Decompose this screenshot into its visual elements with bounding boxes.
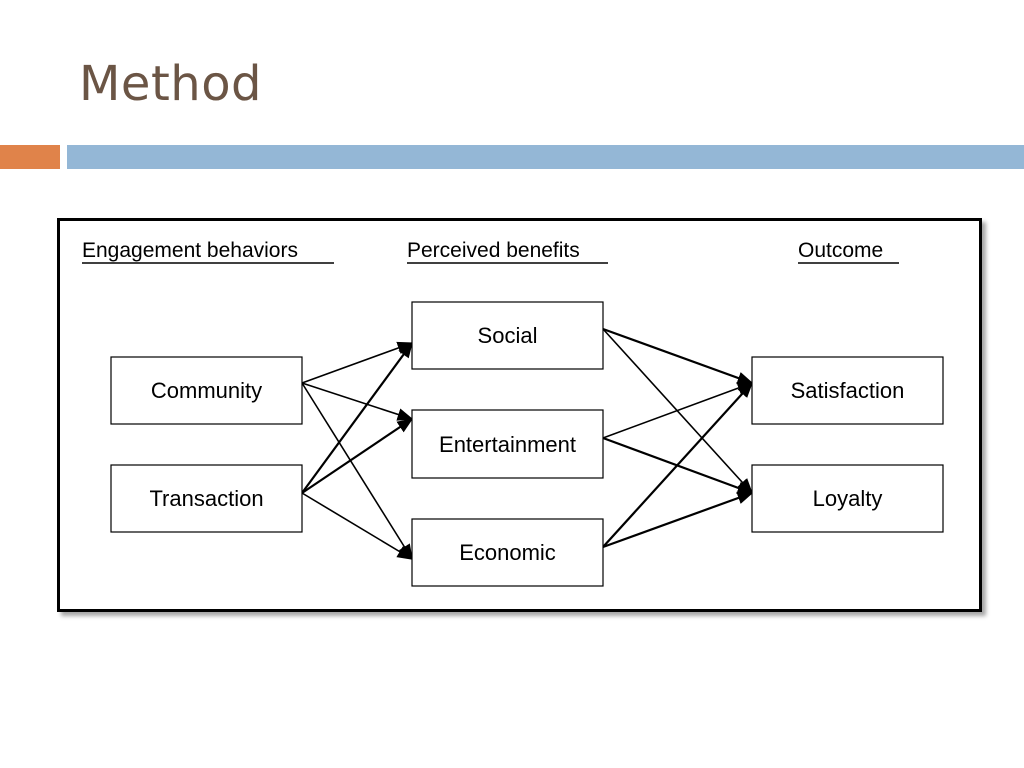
- slide-title: Method: [79, 56, 263, 112]
- edge-economic-to-loyalty: [602, 491, 754, 549]
- node-economic-box: [411, 518, 604, 587]
- edge-social-to-satisfaction: [602, 327, 754, 385]
- edge-community-to-entertainment: [301, 382, 414, 421]
- node-entertainment: Entertainment: [411, 409, 604, 479]
- node-community-box: [110, 356, 303, 425]
- node-entertainment-box: [411, 409, 604, 479]
- node-transaction-box: [110, 464, 303, 533]
- edge-transaction-to-social: [301, 341, 413, 494]
- header-perceived-benefits: Perceived benefits: [407, 239, 608, 264]
- accent-bar-orange: [0, 145, 60, 169]
- node-economic-label: Economic: [459, 540, 556, 565]
- node-social: Social: [411, 301, 604, 370]
- edge-transaction-to-economic: [301, 492, 414, 560]
- node-loyalty-box: [751, 464, 944, 533]
- edge-community-to-economic: [301, 382, 413, 561]
- edge-community-to-social: [301, 341, 414, 384]
- node-social-label: Social: [478, 323, 538, 348]
- edges-layer: [301, 327, 754, 561]
- node-loyalty: Loyalty: [751, 464, 944, 533]
- research-model-diagram: Engagement behaviors Perceived benefits …: [82, 239, 944, 587]
- node-loyalty-label: Loyalty: [813, 486, 883, 511]
- node-entertainment-label: Entertainment: [439, 432, 576, 457]
- edge-economic-to-satisfaction: [602, 381, 754, 548]
- node-satisfaction: Satisfaction: [751, 356, 944, 425]
- header-engagement-label: Engagement behaviors: [82, 239, 298, 262]
- node-satisfaction-label: Satisfaction: [791, 378, 905, 403]
- node-transaction-label: Transaction: [149, 486, 263, 511]
- header-engagement-behaviors: Engagement behaviors: [82, 239, 334, 264]
- edge-transaction-to-entertainment: [301, 418, 414, 494]
- header-outcome: Outcome: [798, 239, 899, 264]
- edge-entertainment-to-satisfaction: [602, 381, 754, 439]
- node-satisfaction-box: [751, 356, 944, 425]
- node-community: Community: [110, 356, 303, 425]
- node-transaction: Transaction: [110, 464, 303, 533]
- node-community-label: Community: [151, 378, 262, 403]
- accent-bar-blue: [67, 145, 1024, 169]
- header-outcome-label: Outcome: [798, 239, 883, 262]
- node-social-box: [411, 301, 604, 370]
- node-economic: Economic: [411, 518, 604, 587]
- research-model-figure: Engagement behaviors Perceived benefits …: [57, 218, 982, 612]
- header-benefits-label: Perceived benefits: [407, 239, 580, 262]
